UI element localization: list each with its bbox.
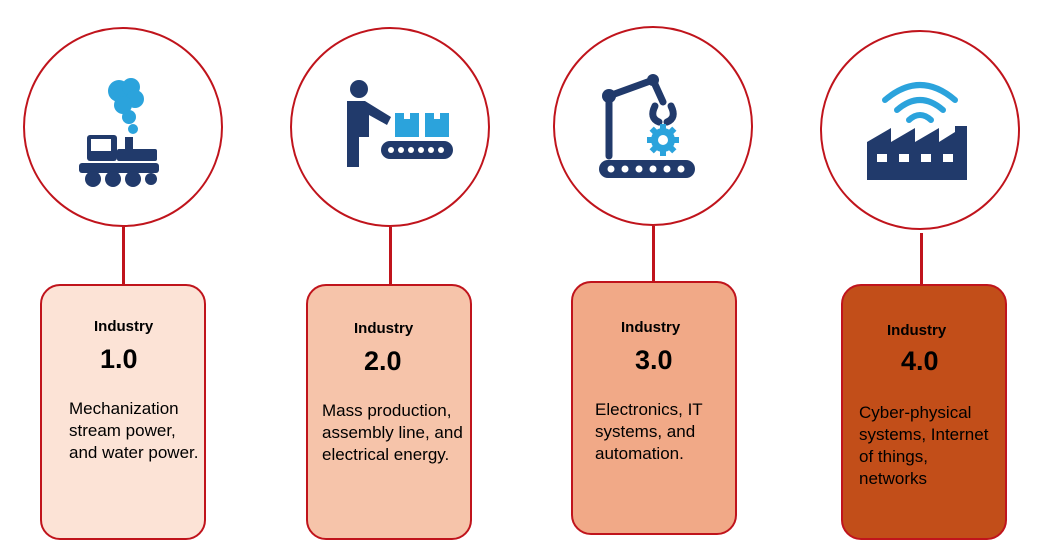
stage-3-connector (652, 226, 655, 282)
stage-1-icon-circle (23, 27, 223, 227)
stage-1-description: Mechanization stream power, and water po… (69, 399, 199, 462)
robot-arm-icon (599, 74, 695, 178)
stage-3-version: 3.0 (635, 345, 673, 375)
stage-3-label: Industry (621, 319, 681, 336)
stage-4-connector (920, 233, 923, 284)
stage-2-label: Industry (354, 320, 414, 337)
stage-1-connector (122, 227, 125, 284)
stage-3-description: Electronics, IT systems, and automation. (595, 400, 703, 463)
stage-1-label: Industry (94, 318, 154, 335)
smart-factory-icon (867, 82, 967, 180)
stage-4-card: Industry 4.0 Cyber-physical systems, Int… (841, 284, 1007, 540)
stage-2-version: 2.0 (364, 346, 402, 376)
stage-4-icon-circle (820, 30, 1020, 230)
stage-3-icon-circle (553, 26, 753, 226)
stage-2-card: Industry 2.0 Mass production, assembly l… (306, 284, 472, 540)
stage-4-version: 4.0 (901, 346, 939, 376)
stage-2-connector (389, 227, 392, 284)
stage-2-description: Mass production, assembly line, and elec… (322, 401, 463, 464)
stage-1-card: Industry 1.0 Mechanization stream power,… (40, 284, 206, 540)
stage-4-label: Industry (887, 322, 947, 339)
stage-2-icon-circle (290, 27, 490, 227)
stage-1-version: 1.0 (100, 344, 138, 374)
steam-engine-icon (79, 78, 159, 187)
stage-3-card: Industry 3.0 Electronics, IT systems, an… (571, 281, 737, 535)
stage-4-description: Cyber-physical systems, Internet of thin… (859, 403, 989, 488)
assembly-line-icon (347, 80, 453, 167)
